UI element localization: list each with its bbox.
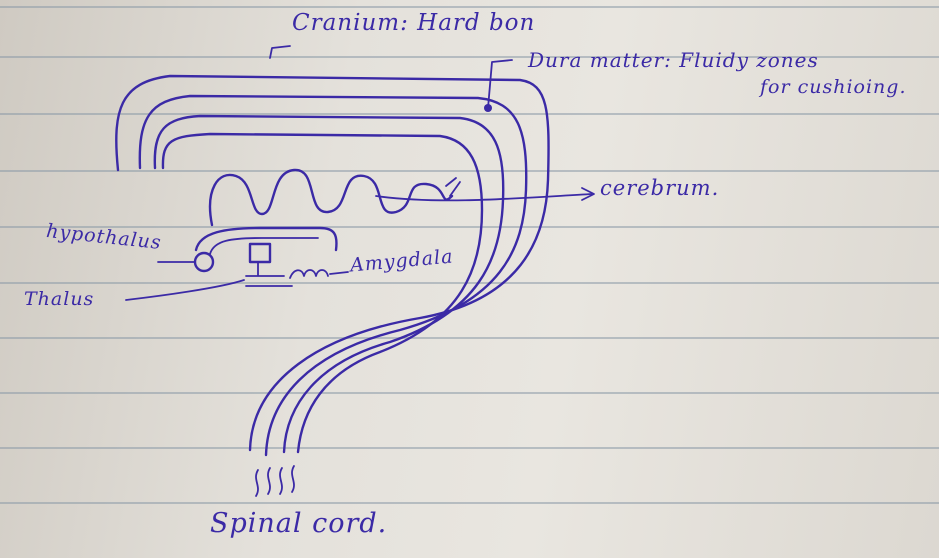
cranium-pointer (270, 46, 290, 58)
cranium-label: Cranium: Hard bon (292, 10, 535, 36)
pituitary-box (250, 244, 270, 262)
thalamus-label: Thalus (24, 288, 94, 310)
brain-outline (163, 134, 482, 452)
dura-dot (484, 104, 492, 112)
cerebrum-label: cerebrum. (600, 176, 719, 200)
amygdala-pointer (330, 272, 348, 274)
thalamus-pointer (126, 280, 244, 300)
limbic-arc (196, 228, 336, 250)
limbic-arc-inner (210, 238, 318, 254)
spinal-cord-label: Spinal cord. (210, 508, 387, 539)
dura-matter-label-line2: for cushioing. (760, 76, 907, 98)
hypothalamus-bulb (195, 253, 213, 271)
cranium-outline (116, 76, 548, 450)
brainstem-block (246, 262, 292, 286)
meninges-outline (155, 116, 503, 452)
cerebrum-arrow-tip (446, 178, 460, 196)
amygdala-coil (290, 270, 328, 278)
nerve-endings (256, 466, 294, 496)
cerebrum-folds (210, 170, 452, 225)
dura-matter-label: Dura matter: Fluidy zones (528, 48, 819, 72)
